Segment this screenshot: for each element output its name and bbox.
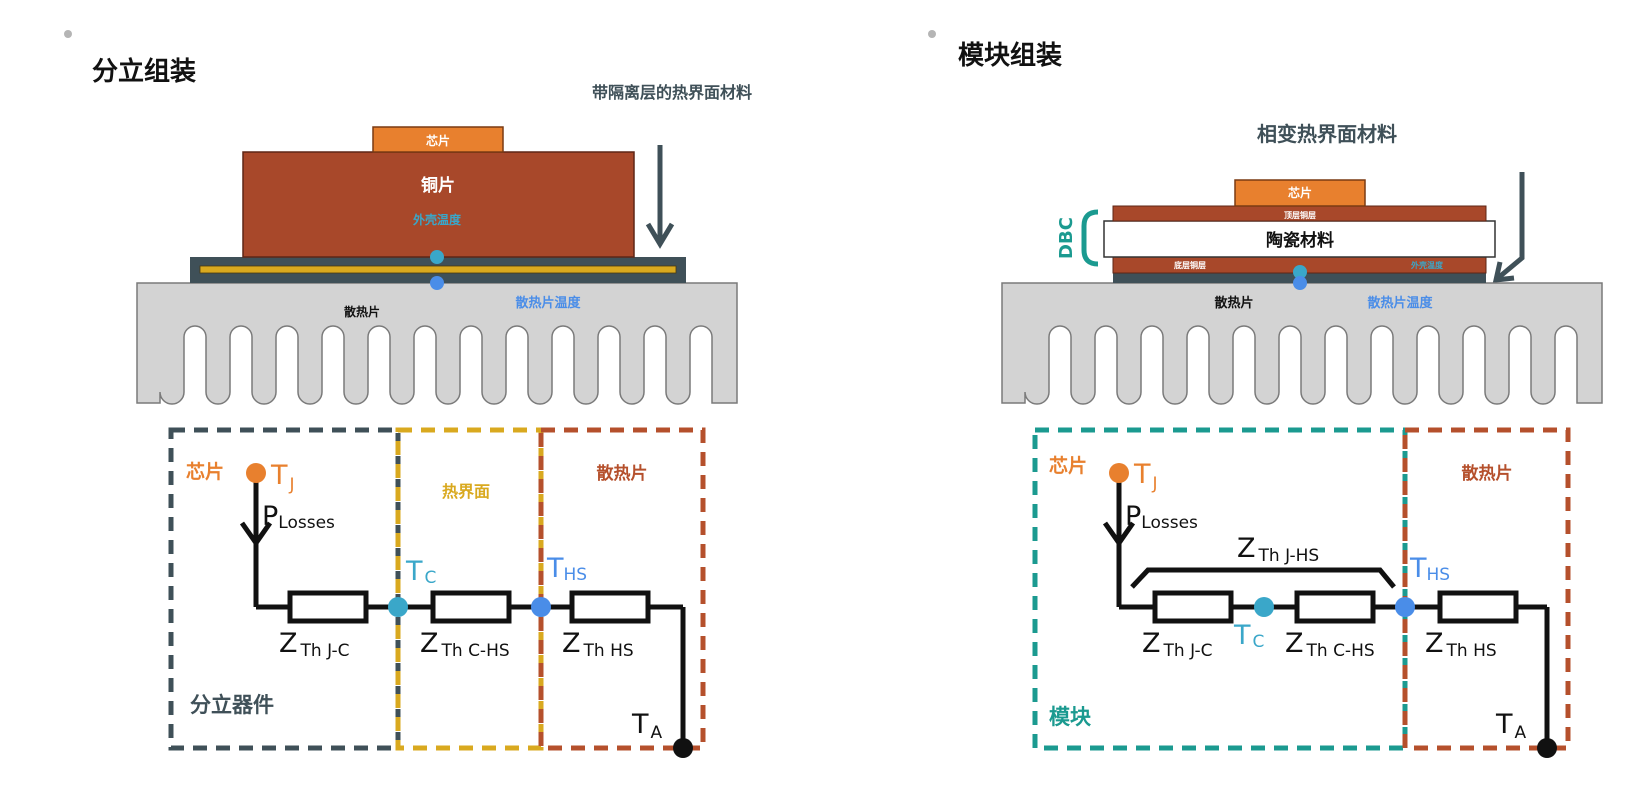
module-plosses-label: PLosses — [1125, 501, 1198, 533]
dbc-bracket — [1081, 209, 1099, 267]
module-box-label: 模块 — [1049, 705, 1092, 729]
discrete-tim-box — [395, 427, 544, 751]
module-chip — [1234, 179, 1366, 207]
module-heatsink-temp-label: 散热片温度 — [1367, 295, 1433, 311]
module-heatsink-box — [1402, 427, 1571, 751]
discrete-ths-label: THS — [546, 553, 587, 585]
discrete-device-box-label: 分立器件 — [190, 693, 274, 717]
discrete-case-temp-label: 外壳温度 — [413, 212, 462, 227]
discrete-tim-layer — [199, 265, 677, 274]
module-box — [1032, 427, 1408, 751]
discrete-resistor-chs — [430, 590, 512, 624]
pcm-label: 相变热界面材料 — [1257, 122, 1397, 146]
module-ths-label: THS — [1409, 553, 1450, 585]
discrete-heatsink-temp-point — [430, 276, 444, 290]
module-ta-node — [1537, 738, 1557, 758]
discrete-heatsink-box-label: 散热片 — [597, 463, 648, 484]
discrete-heatsink-box — [538, 427, 706, 751]
module-tc-node — [1254, 597, 1274, 617]
module-resistor-hs — [1437, 590, 1519, 624]
bullet-dot — [928, 30, 936, 38]
module-title: 模块组装 — [958, 40, 1062, 71]
module-chip-label: 芯片 — [1288, 185, 1312, 200]
discrete-resistor-jc — [287, 590, 369, 624]
discrete-ths-node — [531, 597, 551, 617]
module-circuit-wires — [1102, 473, 1550, 748]
module-heatsink-label: 散热片 — [1214, 295, 1253, 311]
discrete-tc-node — [388, 597, 408, 617]
dbc-label: DBC — [1056, 217, 1077, 259]
discrete-resistor-hs — [569, 590, 651, 624]
bullet-dot — [64, 30, 72, 38]
module-heatsink-temp-point — [1293, 276, 1307, 290]
module-case-temp-point — [1293, 265, 1307, 279]
discrete-tj-node — [246, 463, 266, 483]
discrete-tim-box-label: 热界面 — [442, 482, 490, 501]
discrete-heatsink-temp-label: 散热片温度 — [515, 295, 581, 311]
module-tj-node — [1109, 463, 1129, 483]
module-top-copper-label: 顶层铜层 — [1284, 210, 1316, 220]
discrete-copper — [242, 151, 635, 258]
discrete-title: 分立组装 — [92, 56, 196, 87]
module-ths-node — [1395, 597, 1415, 617]
discrete-case-temp-point — [430, 250, 444, 264]
module-heatsink-box-label: 散热片 — [1462, 463, 1513, 484]
discrete-circuit-chip-label: 芯片 — [186, 460, 224, 483]
discrete-chip — [372, 126, 504, 153]
tim-arrow — [645, 145, 675, 249]
module-bottom-copper-label: 底层铜层 — [1173, 260, 1206, 270]
module-heatsink — [1001, 282, 1603, 405]
module-ceramic-label: 陶瓷材料 — [1266, 230, 1334, 251]
discrete-chip-label: 芯片 — [426, 133, 450, 148]
module-ceramic — [1103, 220, 1496, 258]
module-resistor-chs — [1294, 590, 1376, 624]
discrete-device-box — [168, 427, 401, 751]
discrete-ta-node — [673, 738, 693, 758]
discrete-copper-label: 铜片 — [421, 175, 455, 196]
tim-isolation-label: 带隔离层的热界面材料 — [592, 83, 752, 102]
module-resistor-jc — [1152, 590, 1234, 624]
discrete-heatsink — [136, 282, 738, 405]
discrete-plosses-label: PLosses — [262, 501, 335, 533]
module-case-temp-label: 外壳温度 — [1411, 260, 1444, 270]
module-circuit-chip-label: 芯片 — [1049, 454, 1087, 477]
pcm-arrow — [1492, 172, 1525, 283]
discrete-heatsink-label: 散热片 — [344, 304, 380, 319]
